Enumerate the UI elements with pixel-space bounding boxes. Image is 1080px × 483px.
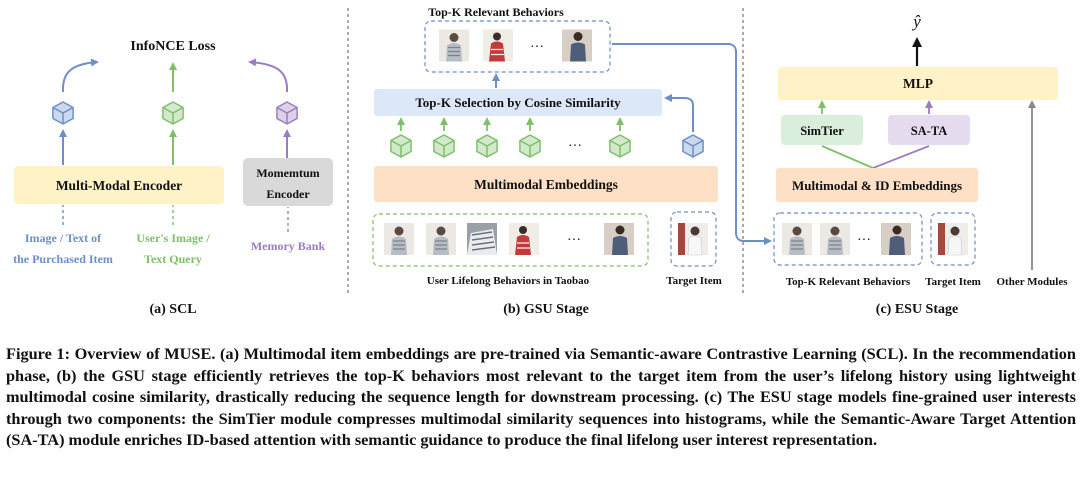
arrow-memory-to-loss bbox=[248, 58, 289, 93]
gsu-target-thumb bbox=[678, 222, 708, 256]
gsu-panel: Top-K Relevant Behaviors ··· Top-K Selec… bbox=[372, 5, 772, 317]
arrow-gsu-to-esu bbox=[612, 43, 772, 245]
scl-caption: (a) SCL bbox=[149, 302, 196, 317]
link-embeddings-to-simtier bbox=[821, 145, 874, 169]
gsu-topk-title: Top-K Relevant Behaviors bbox=[428, 5, 564, 19]
gsu-topk-ellipsis: ··· bbox=[530, 40, 544, 55]
momentum-encoder-label-line2: Encoder bbox=[266, 187, 310, 201]
mlp-box bbox=[778, 67, 1058, 100]
behavior-cube-icon bbox=[609, 134, 631, 158]
item-input-line2: the Purchased Item bbox=[13, 252, 113, 266]
lifelong-thumb-4 bbox=[509, 222, 539, 256]
lifelong-behaviors-label: User Lifelong Behaviors in Taobao bbox=[427, 275, 590, 287]
caption-body: (a) Multimodal item embeddings are pre-t… bbox=[6, 344, 1076, 450]
y-hat-label: ŷ bbox=[911, 12, 921, 31]
lifelong-thumb-1 bbox=[384, 222, 414, 256]
gsu-target-box bbox=[670, 211, 717, 267]
link-embeddings-to-sata bbox=[872, 145, 930, 169]
other-modules-label: Other Modules bbox=[997, 276, 1069, 288]
caption-lead: Figure 1: Overview of MUSE. bbox=[6, 344, 216, 363]
behavior-cube-icon bbox=[390, 134, 412, 158]
item-embedding-icon bbox=[52, 101, 74, 125]
behavior-cube-icon bbox=[519, 134, 541, 158]
multi-modal-encoder-label: Multi-Modal Encoder bbox=[56, 178, 182, 193]
esu-topk-box bbox=[773, 212, 923, 266]
arrow-target-to-selection bbox=[664, 94, 694, 132]
arrow-item-to-loss bbox=[61, 58, 99, 93]
esu-topk-thumb-1 bbox=[782, 222, 812, 256]
target-embedding-icon bbox=[682, 134, 704, 158]
infonce-loss-title: InfoNCE Loss bbox=[130, 39, 216, 54]
esu-caption: (c) ESU Stage bbox=[876, 302, 958, 317]
lifelong-thumb-3 bbox=[467, 222, 497, 256]
topk-selection-box bbox=[374, 89, 662, 116]
esu-target-box bbox=[930, 212, 976, 266]
scl-panel: InfoNCE Loss Multi-Modal Encoder Momemtu… bbox=[13, 39, 333, 317]
behavior-cube-icon bbox=[433, 134, 455, 158]
item-input-line1: Image / Text of bbox=[25, 231, 102, 245]
lifelong-thumb-5 bbox=[604, 223, 634, 255]
esu-target-label: Target Item bbox=[925, 276, 981, 288]
esu-embeddings-label: Multimodal & ID Embeddings bbox=[792, 178, 962, 193]
lifelong-thumb-2 bbox=[426, 222, 456, 256]
gsu-topk-thumb-1 bbox=[439, 29, 469, 62]
gsu-topk-box bbox=[424, 20, 611, 73]
figure-caption: Figure 1: Overview of MUSE. (a) Multimod… bbox=[6, 343, 1076, 451]
memory-bank-label: Memory Bank bbox=[251, 239, 326, 253]
figure: InfoNCE Loss Multi-Modal Encoder Momemtu… bbox=[13, 5, 1069, 317]
esu-embeddings-box bbox=[776, 168, 978, 202]
behavior-cube-icon bbox=[476, 134, 498, 158]
query-embedding-icon bbox=[162, 101, 184, 125]
multimodal-embeddings-box bbox=[374, 166, 718, 202]
query-input-line2: Text Query bbox=[144, 252, 202, 266]
momentum-encoder-label-line1: Momemtum bbox=[256, 166, 319, 180]
lifelong-ellipsis: ··· bbox=[567, 233, 581, 248]
gsu-topk-thumb-3 bbox=[562, 29, 592, 62]
simtier-label: SimTier bbox=[800, 124, 844, 138]
multimodal-embeddings-label: Multimodal Embeddings bbox=[474, 177, 618, 192]
simtier-box bbox=[781, 115, 863, 145]
sata-label: SA-TA bbox=[911, 124, 948, 138]
query-input-line1: User's Image / bbox=[136, 231, 210, 245]
gsu-target-label: Target Item bbox=[666, 275, 722, 287]
esu-topk-thumb-2 bbox=[820, 222, 850, 256]
behavior-embedding-cubes: ··· bbox=[390, 117, 631, 158]
momentum-encoder-box bbox=[243, 158, 333, 206]
cube-ellipsis: ··· bbox=[568, 139, 582, 154]
esu-topk-thumb-3 bbox=[881, 223, 911, 255]
gsu-caption: (b) GSU Stage bbox=[503, 302, 589, 317]
esu-target-thumb bbox=[938, 222, 968, 256]
esu-topk-label: Top-K Relevant Behaviors bbox=[786, 276, 911, 288]
memory-embedding-icon bbox=[276, 101, 298, 125]
esu-topk-ellipsis: ··· bbox=[857, 233, 871, 248]
mlp-label: MLP bbox=[903, 76, 933, 91]
multi-modal-encoder-box bbox=[14, 166, 224, 204]
esu-panel: ŷ MLP SimTier SA-TA Multimodal & ID Embe… bbox=[773, 12, 1069, 317]
topk-selection-label: Top-K Selection by Cosine Similarity bbox=[415, 95, 621, 110]
gsu-topk-thumb-2 bbox=[483, 29, 513, 62]
sata-box bbox=[888, 115, 970, 145]
